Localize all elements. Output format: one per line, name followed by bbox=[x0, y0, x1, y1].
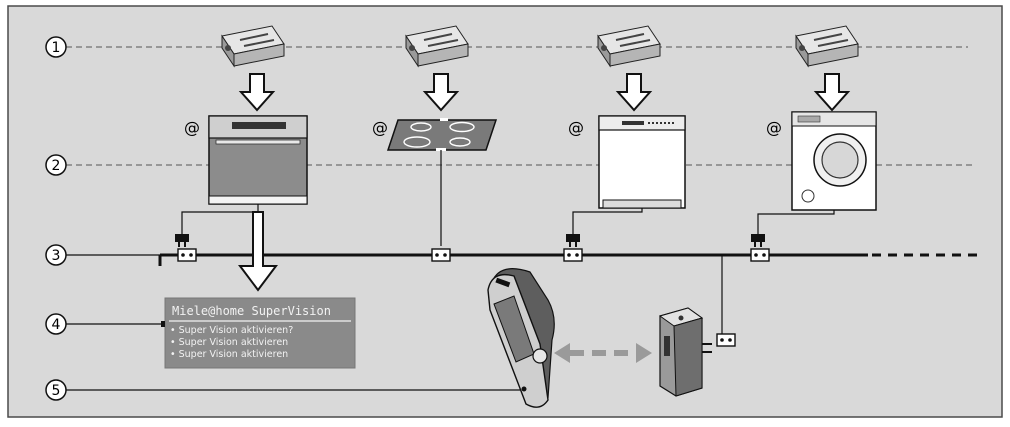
wireless-connection-arrow bbox=[554, 343, 652, 363]
washing-machine-cable bbox=[757, 210, 835, 236]
dishwasher-cable bbox=[572, 208, 643, 236]
display-device-icon bbox=[487, 268, 555, 408]
marker-1: 1 bbox=[45, 36, 67, 58]
oven-icon bbox=[208, 115, 308, 205]
display-title: Miele@home SuperVision bbox=[172, 304, 331, 318]
socket-icon bbox=[750, 248, 770, 262]
marker-2-label: 2 bbox=[52, 158, 61, 174]
appliance-symbol-oven: @ bbox=[184, 118, 200, 137]
hob-icon bbox=[386, 118, 498, 151]
oven-cable bbox=[181, 204, 259, 236]
socket-icon bbox=[716, 333, 736, 347]
display-line-3: • Super Vision aktivieren bbox=[170, 349, 288, 360]
socket-icon bbox=[177, 248, 197, 262]
socket-icon bbox=[563, 248, 583, 262]
marker-1-label: 1 bbox=[52, 40, 61, 56]
gateway-icon bbox=[658, 307, 712, 397]
supervision-display: Miele@home SuperVision • Super Vision ak… bbox=[164, 297, 356, 369]
marker-2: 2 bbox=[45, 154, 67, 176]
appliance-symbol-dishwasher: @ bbox=[568, 118, 584, 137]
appliance-symbol-washing-machine: @ bbox=[766, 118, 782, 137]
marker-3: 3 bbox=[45, 244, 67, 266]
socket-icon bbox=[431, 248, 451, 262]
display-connector bbox=[161, 321, 165, 327]
marker-5: 5 bbox=[45, 379, 67, 401]
diagram-background bbox=[7, 5, 1003, 418]
display-line-1: • Super Vision aktivieren? bbox=[170, 325, 293, 336]
marker-5-label: 5 bbox=[52, 383, 61, 399]
marker-4: 4 bbox=[45, 313, 67, 335]
dishwasher-icon bbox=[598, 115, 686, 209]
marker-4-label: 4 bbox=[52, 317, 61, 333]
marker-3-label: 3 bbox=[52, 248, 61, 264]
washing-machine-icon bbox=[791, 111, 877, 211]
display-line-2: • Super Vision aktivieren bbox=[170, 337, 288, 348]
appliance-symbol-hob: @ bbox=[372, 118, 388, 137]
oven-to-display-arrow bbox=[238, 211, 278, 292]
